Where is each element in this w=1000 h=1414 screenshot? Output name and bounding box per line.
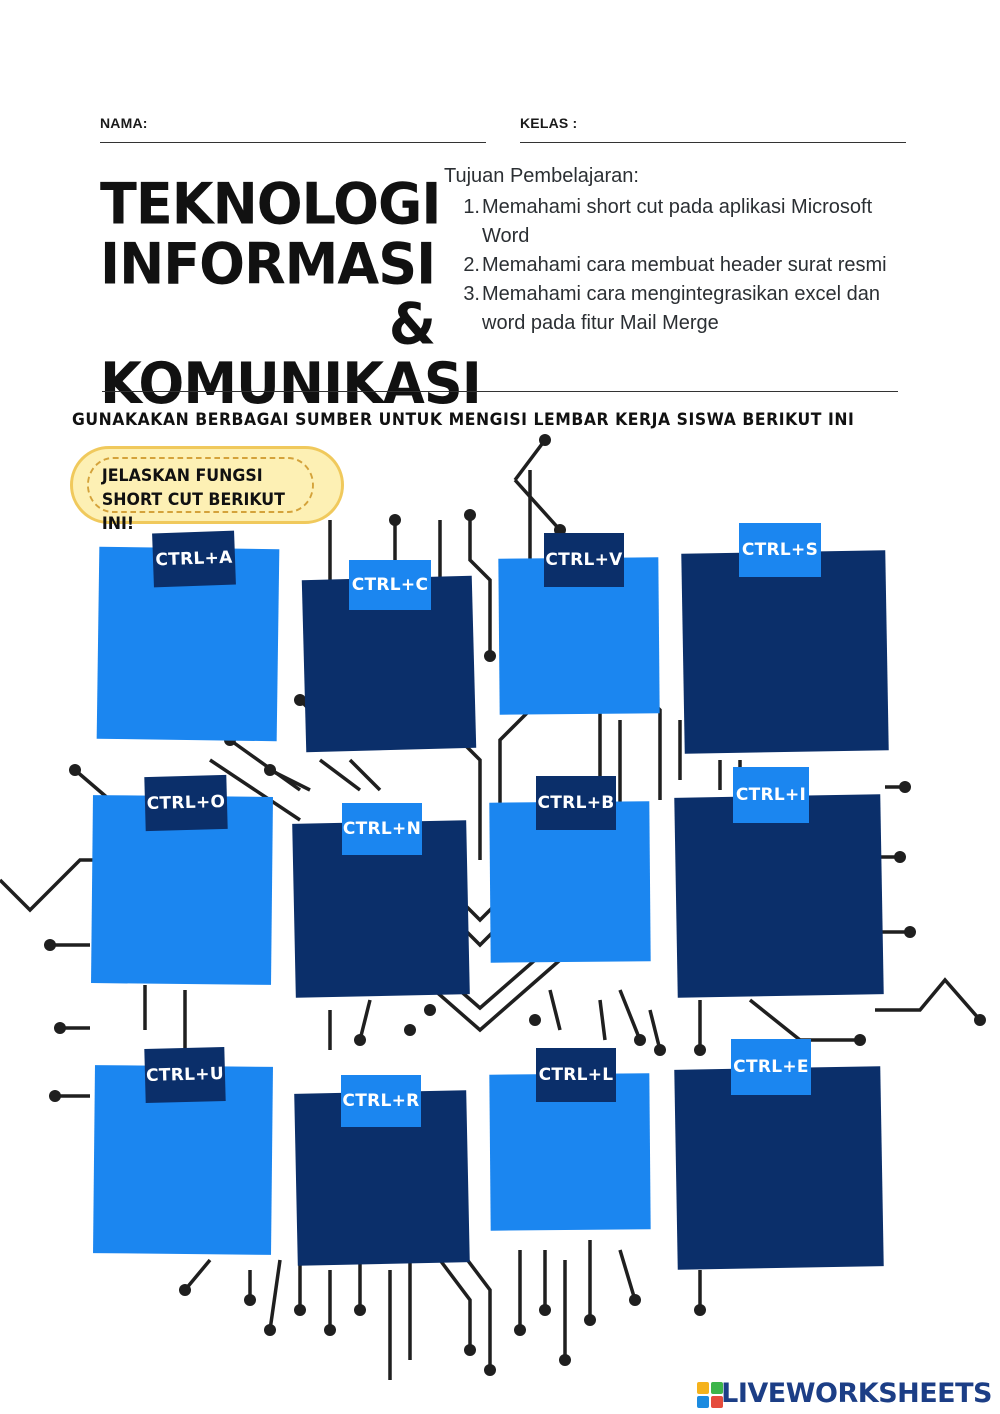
nama-field[interactable] (100, 142, 486, 143)
answer-box-ctrl-s[interactable] (681, 550, 889, 754)
objectives-list: 1. Memahami short cut pada aplikasi Micr… (444, 193, 914, 338)
nama-label: NAMA: (100, 115, 148, 131)
shortcut-label: CTRL+N (342, 803, 422, 855)
section-divider (102, 391, 898, 392)
objective-item: 1. Memahami short cut pada aplikasi Micr… (444, 193, 914, 251)
objective-text: Memahami cara membuat header surat resmi (482, 254, 887, 276)
objective-text: Memahami cara mengintegrasikan excel dan… (482, 283, 880, 334)
answer-box-ctrl-i[interactable] (674, 794, 884, 998)
answer-box-ctrl-e[interactable] (674, 1066, 884, 1270)
objective-number: 3. (463, 283, 480, 305)
learning-objectives: Tujuan Pembelajaran: 1. Memahami short c… (444, 163, 914, 338)
instruction-callout: JELASKAN FUNGSI SHORT CUT BERIKUT INI! (70, 446, 344, 534)
shortcut-label: CTRL+L (536, 1048, 616, 1102)
shortcut-label: CTRL+I (733, 767, 809, 823)
instruction-text: GUNAKAKAN BERBAGAI SUMBER UNTUK MENGISI … (72, 410, 855, 430)
objectives-heading: Tujuan Pembelajaran: (444, 165, 639, 187)
objective-text: Memahami short cut pada aplikasi Microso… (482, 196, 873, 247)
objective-number: 1. (463, 196, 480, 218)
shortcut-label: CTRL+A (152, 530, 236, 588)
shortcut-label: CTRL+S (739, 523, 821, 577)
shortcut-label: CTRL+R (341, 1075, 421, 1127)
kelas-label: KELAS : (520, 115, 578, 131)
objective-item: 2. Memahami cara membuat header surat re… (444, 251, 914, 280)
shortcut-label: CTRL+C (349, 560, 431, 610)
shortcut-label: CTRL+E (731, 1039, 811, 1095)
callout-text: JELASKAN FUNGSI SHORT CUT BERIKUT INI! (87, 457, 314, 534)
shortcut-label: CTRL+V (544, 533, 624, 587)
objective-item: 3. Memahami cara mengintegrasikan excel … (444, 280, 914, 338)
objective-number: 2. (463, 254, 480, 276)
page-title: TEKNOLOGI INFORMASI & KOMUNIKASI (100, 171, 482, 417)
shortcut-label: CTRL+O (144, 774, 228, 832)
brand-name: LIVEWORKSHEETS (721, 1378, 992, 1409)
shortcut-label: CTRL+U (144, 1046, 226, 1104)
kelas-field[interactable] (520, 142, 906, 143)
liveworksheets-logo-icon (697, 1382, 723, 1408)
shortcut-label: CTRL+B (536, 776, 616, 830)
